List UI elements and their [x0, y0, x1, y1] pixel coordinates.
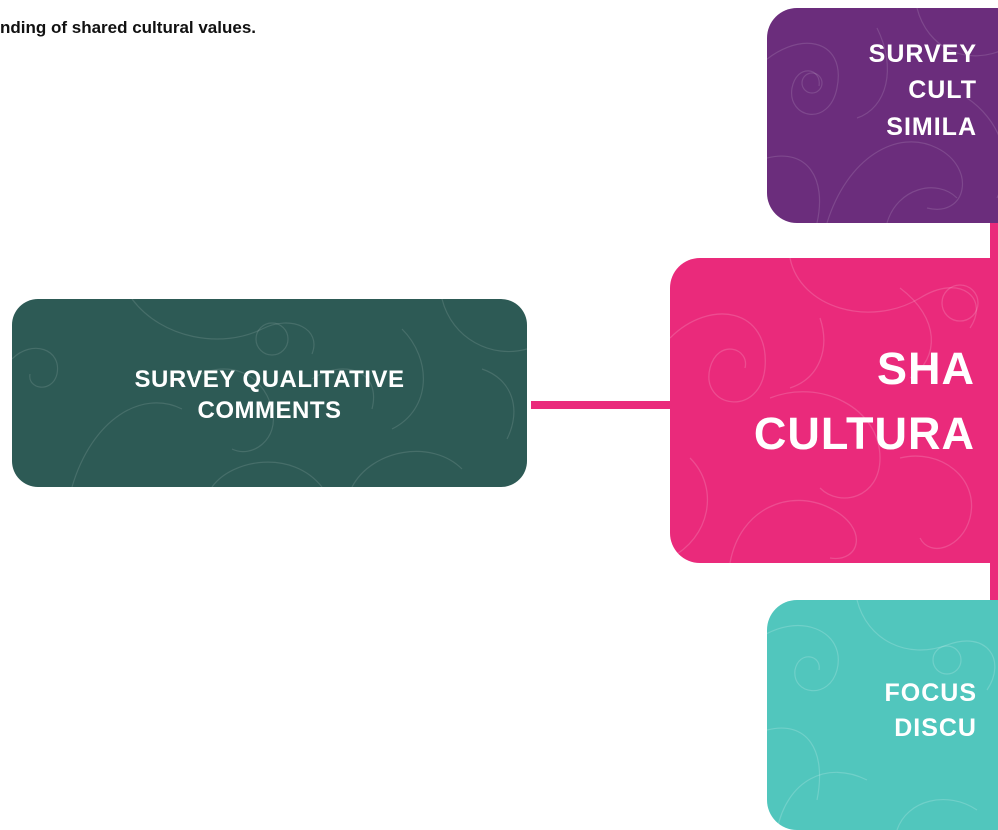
box-label-line: CULTURA [753, 408, 975, 460]
box-label-line: SURVEY QUALITATIVE [134, 366, 405, 393]
survey-culture-box: SURVEY CULT SIMILA [767, 8, 998, 223]
box-label-line: COMMENTS [197, 397, 342, 425]
box-label-line: SIMILA [886, 112, 977, 141]
caption-text: nding of shared cultural values. [0, 18, 256, 37]
connector-line [990, 560, 998, 602]
box-label-line: DISCU [894, 714, 977, 742]
connector-line [990, 222, 998, 262]
box-label-line: SURVEY [868, 40, 977, 68]
box-label-line: SHA [876, 343, 975, 394]
box-label-line: FOCUS [884, 679, 977, 707]
shared-culture-box: SHA CULTURA [670, 258, 998, 563]
survey-qualitative-box: SURVEY QUALITATIVE COMMENTS [12, 299, 527, 487]
connector-line [531, 401, 671, 409]
box-label-line: CULT [908, 76, 977, 105]
focus-discussion-box: FOCUS DISCU [767, 600, 998, 830]
